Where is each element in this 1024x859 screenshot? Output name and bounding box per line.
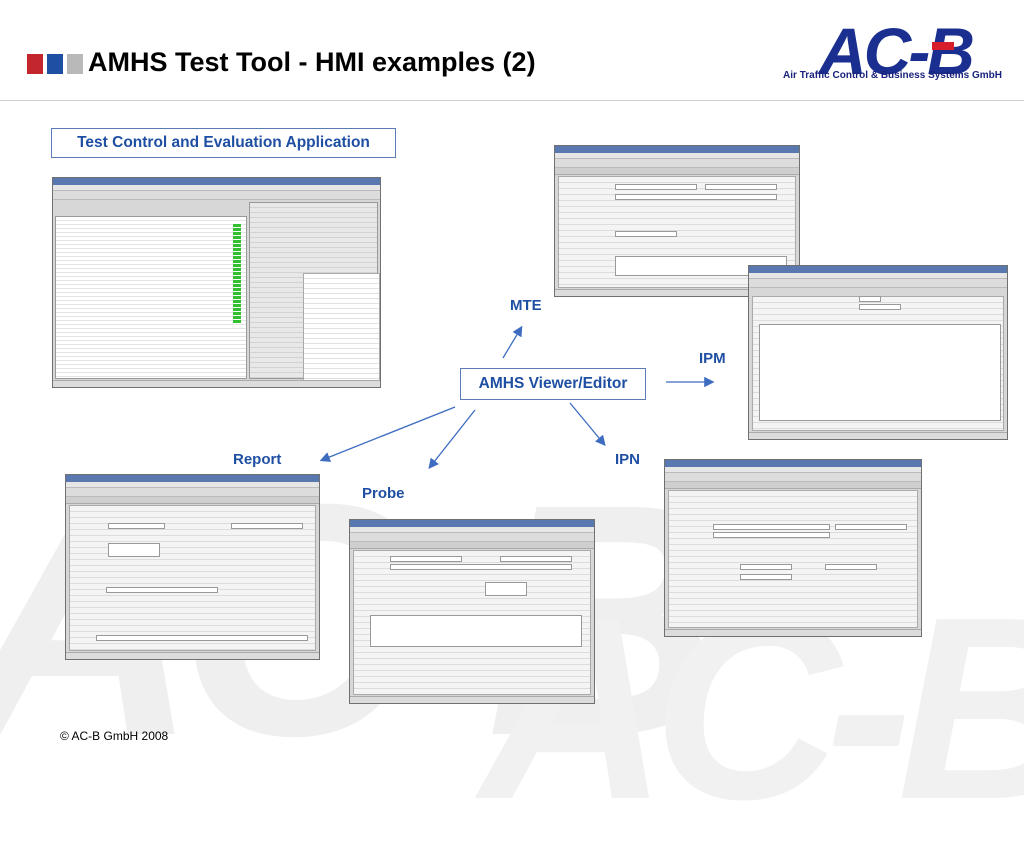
window-tabs [555,168,799,175]
ipm-body-text [759,324,1001,421]
test-case-list [55,216,247,379]
accent-square-red [27,54,43,74]
list-field [108,543,160,557]
form-field [231,523,303,529]
arrow-to-report [319,406,456,462]
window-toolbar [665,473,921,482]
window-tabs [350,542,594,549]
form-field [390,564,572,570]
copyright-footer: © AC-B GmbH 2008 [60,729,169,743]
window-menubar [555,153,799,159]
form-field [615,184,697,190]
label-mte: MTE [510,297,542,314]
viewer-editor-box: AMHS Viewer/Editor [460,368,646,400]
logo-dash [932,42,954,50]
window-statusbar [53,380,380,387]
arrow-to-mte [502,325,523,359]
form-field [106,587,218,593]
header-divider [0,100,1024,101]
ipn-form [668,490,918,628]
accent-square-grey [67,54,83,74]
accent-square-blue [47,54,63,74]
form-field [96,635,308,641]
window-toolbar [749,279,1007,288]
form-field [108,523,165,529]
arrow-to-probe [428,409,476,470]
arrow-to-ipn [569,402,606,447]
mte-screenshot [554,145,800,297]
list-field [485,582,527,596]
form-field [825,564,877,570]
form-field [740,574,792,580]
label-ipn: IPN [615,451,641,468]
window-menubar [665,467,921,473]
window-tabs [66,497,319,504]
window-toolbar [66,488,319,497]
window-statusbar [665,629,921,636]
form-field [740,564,792,570]
section-label: Test Control and Evaluation Application [51,128,396,158]
window-toolbar [53,191,380,200]
test-control-screenshot [52,177,381,388]
acb-logo: AC-B [817,14,976,88]
form-field [705,184,777,190]
window-statusbar [66,652,319,659]
window-toolbar [555,159,799,168]
form-field [615,194,777,200]
window-toolbar [350,533,594,542]
window-titlebar [749,266,1007,273]
window-titlebar [665,460,921,467]
form-field [859,304,901,310]
window-statusbar [555,289,799,296]
window-menubar [66,482,319,488]
window-titlebar [53,178,380,185]
window-titlebar [66,475,319,482]
form-field [835,524,907,530]
ipm-screenshot [748,265,1008,440]
probe-table [370,615,582,647]
report-form [69,505,316,651]
label-report: Report [233,451,282,468]
window-titlebar [350,520,594,527]
logo-wordmark: AC-B [817,14,973,88]
pass-status-column [233,224,241,324]
slide-title: AMHS Test Tool - HMI examples (2) [88,47,536,77]
form-field [713,532,830,538]
window-statusbar [350,696,594,703]
form-field [615,231,677,237]
window-tabs [665,482,921,489]
probe-screenshot [349,519,595,704]
message-tree [303,273,380,387]
form-field [390,556,462,562]
logo-subtitle: Air Traffic Control & Business Systems G… [783,70,1002,81]
ipn-screenshot [664,459,922,637]
window-menubar [53,185,380,191]
label-ipm: IPM [699,350,726,367]
report-screenshot [65,474,320,660]
form-field [713,524,830,530]
label-probe: Probe [362,485,405,502]
form-field [859,296,881,302]
connector-arrows [319,325,715,470]
window-menubar [749,273,1007,279]
form-field [500,556,572,562]
window-titlebar [555,146,799,153]
window-menubar [350,527,594,533]
window-statusbar [749,432,1007,439]
